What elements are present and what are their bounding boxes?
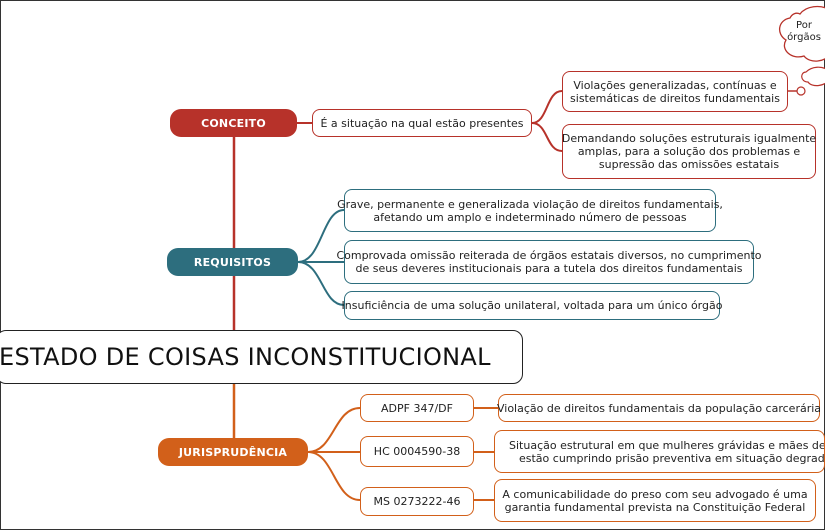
case-2-desc-line-1: Situação estrutural em que mulheres gráv… — [509, 438, 825, 452]
central-topic[interactable]: ESTADO DE COISAS INCONSTITUCIONAL — [0, 330, 523, 384]
requisitos-node[interactable]: REQUISITOS — [167, 248, 298, 276]
requisitos-item-3-line-1: Insuficiência de uma solução unilateral,… — [341, 299, 723, 312]
link-conceito-item-2 — [531, 122, 563, 152]
conceito-item-2-line-3: supressão das omissões estatais — [598, 158, 780, 171]
case-3-desc-line-1: A comunicabilidade do preso com seu advo… — [502, 487, 808, 501]
jurisprudencia-node[interactable]: JURISPRUDÊNCIA — [158, 438, 308, 466]
case-1-id-box[interactable]: ADPF 347/DF — [360, 394, 474, 422]
case-2-desc-line-2: estão cumprindo prisão preventiva em sit… — [519, 451, 825, 465]
conceito-item-1-line-1: Violações generalizadas, contínuas e — [573, 78, 777, 92]
conceito-item-2-box[interactable]: Demandando soluções estruturais igualmen… — [562, 124, 816, 179]
conceito-item-2-line-1: Demandando soluções estruturais igualmen… — [561, 132, 817, 145]
case-1-desc-line-1: Violação de direitos fundamentais da pop… — [496, 401, 822, 415]
jurisprudencia-label: JURISPRUDÊNCIA — [178, 445, 288, 459]
case-2-id-box[interactable]: HC 0004590-38 — [360, 436, 474, 467]
requisitos-item-3-box[interactable]: Insuficiência de uma solução unilateral,… — [341, 291, 723, 320]
conceito-item-1-box[interactable]: Violações generalizadas, contínuas e sis… — [562, 71, 788, 112]
conceito-definition: É a situação na qual estão presentes — [320, 116, 524, 130]
cloud-text-line-2: órgãos — [787, 32, 821, 43]
case-2-id: HC 0004590-38 — [373, 445, 461, 458]
link-requisitos-item-3 — [297, 261, 345, 306]
link-juris-case-3 — [307, 451, 361, 501]
conceito-node[interactable]: CONCEITO — [170, 109, 297, 137]
conceito-item-1-line-2: sistemáticas de direitos fundamentais — [570, 91, 780, 105]
case-2-desc-box[interactable]: Situação estrutural em que mulheres gráv… — [494, 430, 825, 473]
requisitos-item-2-line-2: de seus deveres institucionais para a tu… — [355, 262, 743, 275]
requisitos-label: REQUISITOS — [193, 255, 272, 269]
requisitos-item-1-box[interactable]: Grave, permanente e generalizada violaçã… — [337, 189, 723, 232]
requisitos-item-2-line-1: Comprovada omissão reiterada de órgãos e… — [336, 249, 762, 262]
link-juris-case-1 — [307, 407, 361, 453]
cloud-text-line-1: Por — [796, 20, 812, 31]
thought-cloud-icon — [779, 5, 825, 96]
case-1-id: ADPF 347/DF — [381, 401, 453, 415]
link-conceito-item-1 — [531, 90, 563, 124]
conceito-item-2-line-2: amplas, para a solução dos problemas e — [577, 145, 801, 158]
case-3-id: MS 0273222-46 — [373, 495, 461, 508]
requisitos-item-1-line-2: afetando um amplo e indeterminado número… — [373, 210, 687, 224]
case-3-desc-line-2: garantia fundamental prevista na Constit… — [504, 500, 806, 514]
requisitos-item-2-box[interactable]: Comprovada omissão reiterada de órgãos e… — [336, 240, 762, 284]
conceito-label: CONCEITO — [201, 116, 266, 130]
central-title: ESTADO DE COISAS INCONSTITUCIONAL — [0, 343, 491, 371]
link-requisitos-item-1 — [297, 209, 345, 263]
cloud-text: Por órgãos — [778, 20, 825, 44]
requisitos-item-1-line-1: Grave, permanente e generalizada violaçã… — [337, 197, 723, 211]
conceito-definition-box[interactable]: É a situação na qual estão presentes — [312, 109, 532, 137]
case-1-desc-box[interactable]: Violação de direitos fundamentais da pop… — [496, 394, 822, 422]
case-3-id-box[interactable]: MS 0273222-46 — [360, 487, 474, 516]
case-3-desc-box[interactable]: A comunicabilidade do preso com seu advo… — [494, 479, 816, 522]
